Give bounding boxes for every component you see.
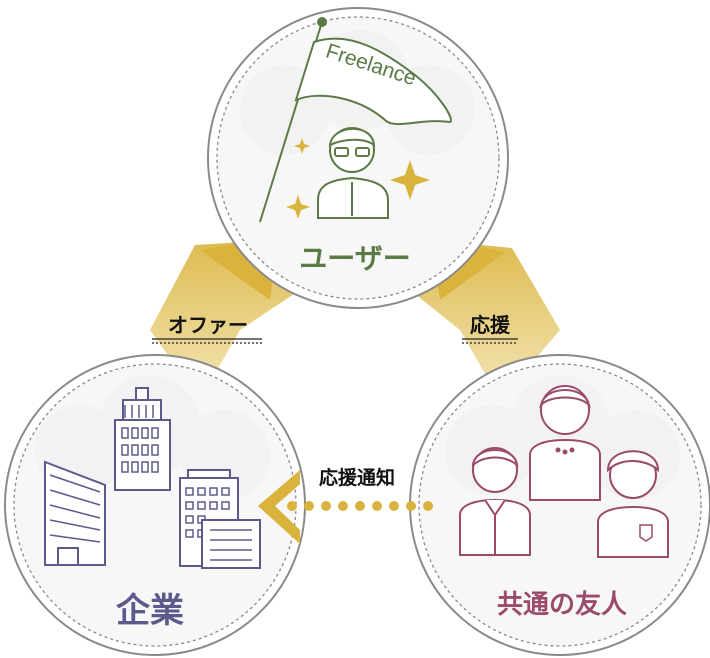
offer-label-group: オファー [152, 313, 262, 344]
offer-label: オファー [168, 313, 248, 337]
freelancer-icon [317, 127, 389, 219]
company-label: 企業 [116, 591, 184, 631]
friends-group-icon [459, 385, 669, 558]
user-label: ユーザー [299, 242, 410, 275]
office-buildings-icon [44, 387, 261, 569]
user-node: Freelance ユーザー [207, 7, 509, 309]
support-label: 応援 [470, 313, 511, 337]
support-notice-arrow [258, 470, 433, 544]
friends-node: 共通の友人 [409, 354, 710, 656]
friends-label: 共通の友人 [497, 590, 627, 620]
support-label-group: 応援 [462, 313, 518, 344]
flag-icon: Freelance [259, 17, 452, 223]
support-notice-label: 応援通知 [319, 466, 395, 489]
sparkle-icon [286, 138, 430, 219]
company-node: 企業 [4, 354, 306, 656]
